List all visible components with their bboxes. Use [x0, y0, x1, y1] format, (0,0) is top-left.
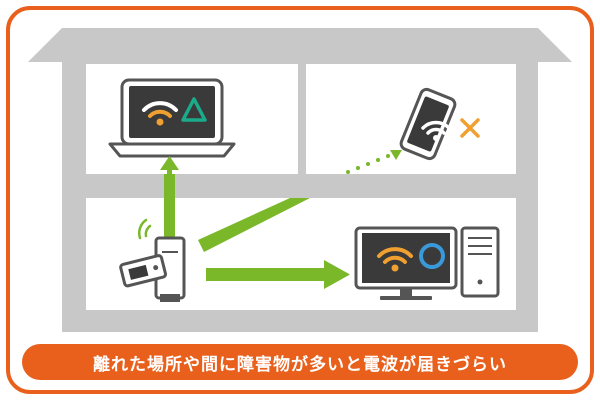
wifi-icon-desktop: [377, 247, 413, 272]
caption-banner: 離れた場所や間に障害物が多いと電波が届きづらい: [22, 344, 578, 380]
signal-dotted-arrowhead: [390, 150, 402, 160]
signal-band-diagonal: [198, 198, 310, 252]
wifi-icon-laptop: [142, 101, 178, 126]
house-roof: [28, 28, 572, 62]
signal-arrow-up-shaft: [164, 174, 175, 198]
caption-text: 離れた場所や間に障害物が多いと電波が届きづらい: [93, 354, 507, 375]
signal-dotted-line: [346, 154, 390, 174]
mobile-router-icon: [119, 254, 167, 288]
desktop-pc-icon: [354, 226, 500, 300]
signal-arrow-right-head: [324, 260, 350, 289]
signal-arrow-right-shaft: [206, 268, 326, 281]
triangle-icon: [181, 97, 207, 122]
circle-icon: [419, 243, 445, 269]
signal-arrows: [160, 150, 402, 289]
wifi-icon-phone: [421, 120, 451, 141]
signal-arrow-up-room: [164, 198, 175, 238]
signal-arrow-up-head: [160, 156, 179, 170]
laptop-icon: [108, 78, 236, 158]
cross-icon: [460, 118, 480, 138]
house: [28, 28, 572, 332]
